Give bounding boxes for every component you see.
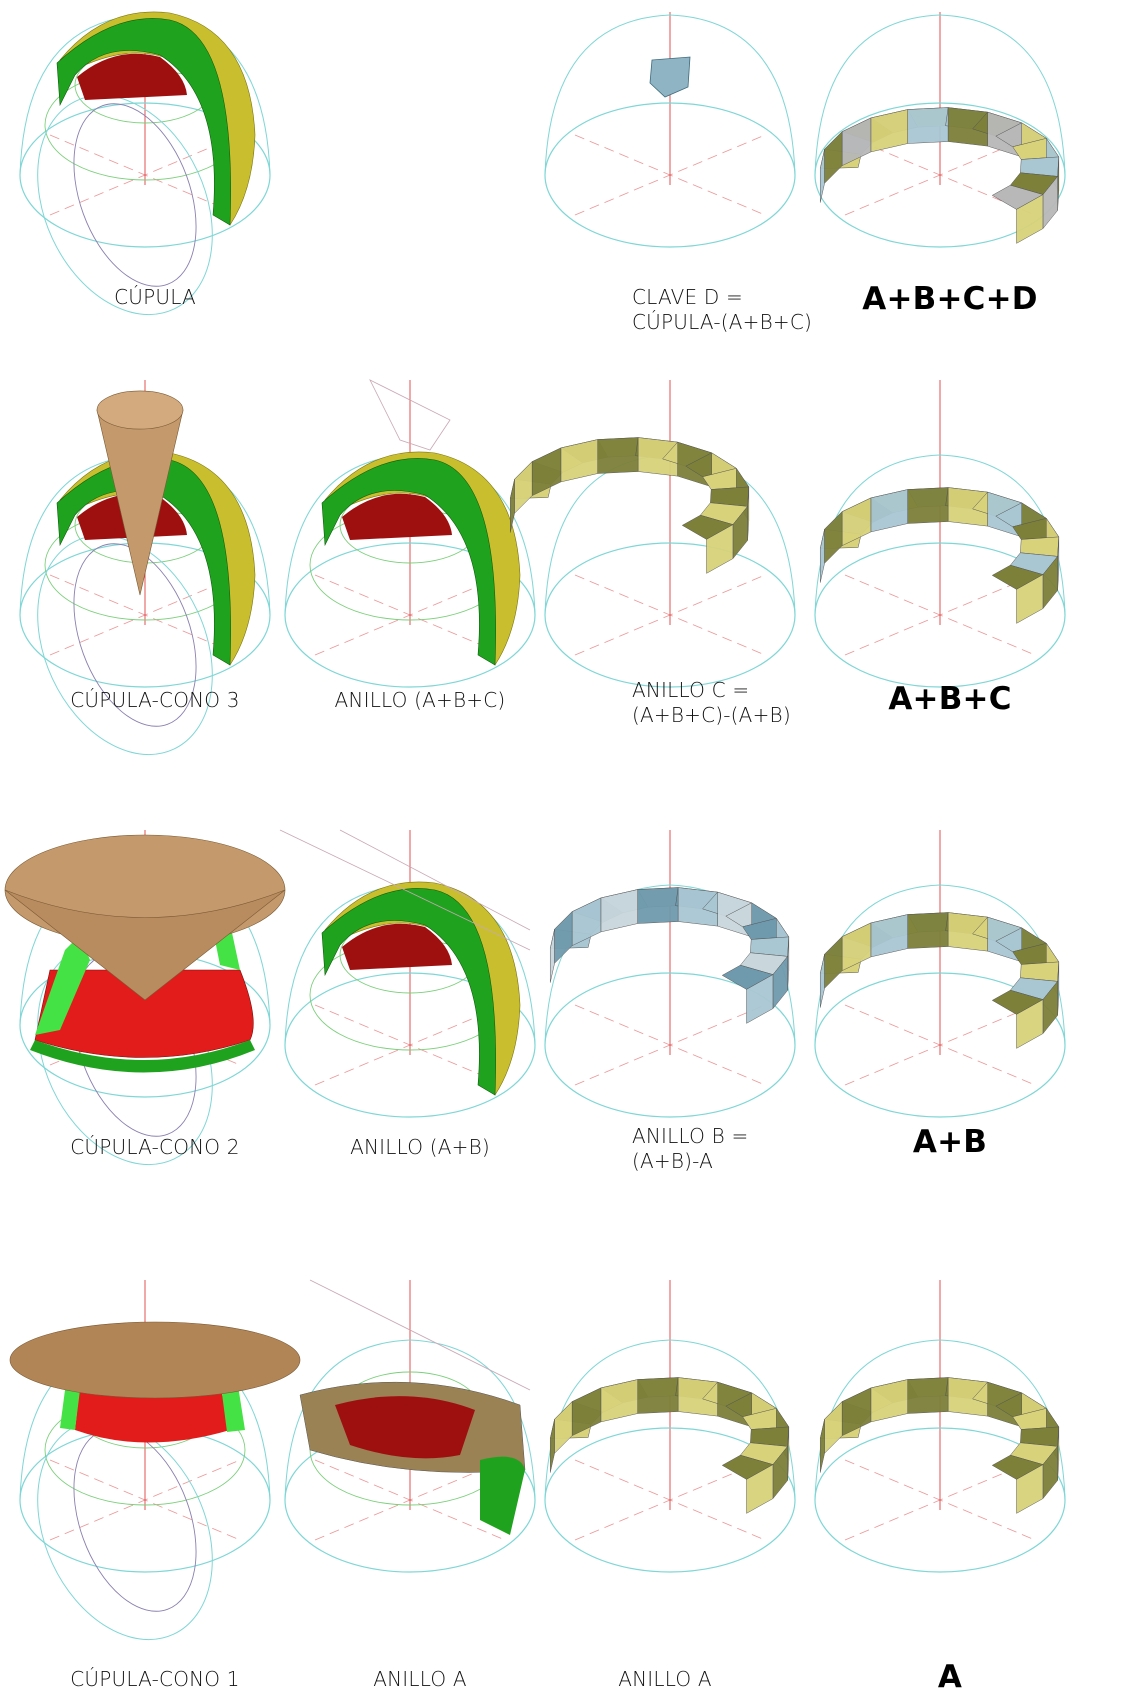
ring-a-cut-drawing [280,1280,560,1660]
voussoir-side-face [908,108,948,144]
cell-r4-c2: ANILLO A [280,1280,560,1660]
cell-r2-c1: CÚPULA-CONO 3 [15,380,295,760]
cell-r4-c4: A [810,1280,1090,1660]
voussoir-side-face [550,1419,554,1472]
cell-r2-c3: ANILLO C = (A+B+C)-(A+B) [540,380,820,760]
voussoir-side-face [825,132,843,184]
cone-flat-disc [10,1322,300,1398]
voussoir-side-face [820,149,824,202]
voussoir-side-face [555,1402,573,1454]
voussoir-side-face [908,913,948,949]
dome-section-band [57,18,231,225]
cell-r3-c3: ANILLO B = (A+B)-A [540,830,820,1210]
dome-drawing [15,0,295,380]
voussoir-side-face [825,937,843,989]
voussoir-side-face [601,1380,638,1422]
voussoir-side-face [908,1378,948,1414]
cell-r3-c1: CÚPULA-CONO 2 [15,830,295,1210]
voussoir-side-face [871,490,908,532]
ring-section [480,1457,525,1535]
caption: CLAVE D = CÚPULA-(A+B+C) [540,285,820,335]
dome-cone1-drawing [15,1280,295,1660]
voussoir-side-face [555,912,573,964]
dome-section-band [322,888,496,1095]
voussoir-side-face [842,118,871,166]
voussoir-side-face [842,498,871,546]
cell-r3-c2: ANILLO (A+B) [280,830,560,1210]
cone-top-cap [97,391,183,429]
key-stone [650,57,690,97]
caption: ANILLO (A+B+C) [280,688,560,713]
voussoir-side-face [820,954,824,1007]
voussoir-side-face [842,1388,871,1436]
caption: CÚPULA-CONO 2 [15,1135,295,1160]
caption: A+B+C [810,682,1090,716]
voussoir-side-face [572,898,601,946]
voussoir-side-face [601,890,638,932]
caption: CÚPULA [15,285,295,310]
cell-r2-c2: ANILLO (A+B+C) [280,380,560,760]
caption: ANILLO A [525,1667,805,1692]
voussoir-side-face [908,488,948,524]
cone-generatrix [310,1280,530,1390]
voussoir-side-face [572,1388,601,1436]
cell-r1-c4: A+B+C+D [810,0,1090,380]
cell-r2-c4: A+B+C [810,380,1090,760]
caption: A+B+C+D [810,282,1090,316]
ring-a-final-drawing [810,1280,1090,1660]
cell-r1-c1: CÚPULA [15,0,295,380]
caption: ANILLO (A+B) [280,1135,560,1160]
cell-r1-c2 [280,0,560,380]
voussoir-side-face [871,915,908,957]
cell-r4-c3: ANILLO A [540,1280,820,1660]
caption: CÚPULA-CONO 1 [15,1667,295,1692]
cell-r1-c3: CLAVE D = CÚPULA-(A+B+C) [540,0,820,380]
voussoir-side-face [561,440,598,482]
tilted-ellipse-inner [51,1412,219,1628]
cell-r3-c4: A+B [810,830,1090,1210]
caption: A+B [810,1125,1090,1159]
voussoir-side-face [871,1380,908,1422]
caption: ANILLO A [280,1667,560,1692]
cell-r4-c1: CÚPULA-CONO 1 [15,1280,295,1660]
voussoir-side-face [871,110,908,152]
voussoir-side-face [825,1402,843,1454]
voussoir-side-face [820,529,824,582]
caption: A [810,1660,1090,1694]
ring-abcd-drawing [810,0,1090,380]
voussoir-side-face [638,888,678,924]
voussoir-side-face [638,1378,678,1414]
caption: CÚPULA-CONO 3 [15,688,295,713]
dome-section-band [322,458,496,665]
voussoir-side-face [598,438,638,474]
caption: ANILLO C = (A+B+C)-(A+B) [540,678,820,728]
caption: ANILLO B = (A+B)-A [540,1124,820,1174]
voussoir-side-face [825,512,843,564]
voussoir-side-face [550,929,554,982]
tilted-ellipse-inner [51,87,219,303]
ring-a-drawing [540,1280,820,1660]
voussoir-side-face [820,1419,824,1472]
empty-drawing [280,0,560,380]
